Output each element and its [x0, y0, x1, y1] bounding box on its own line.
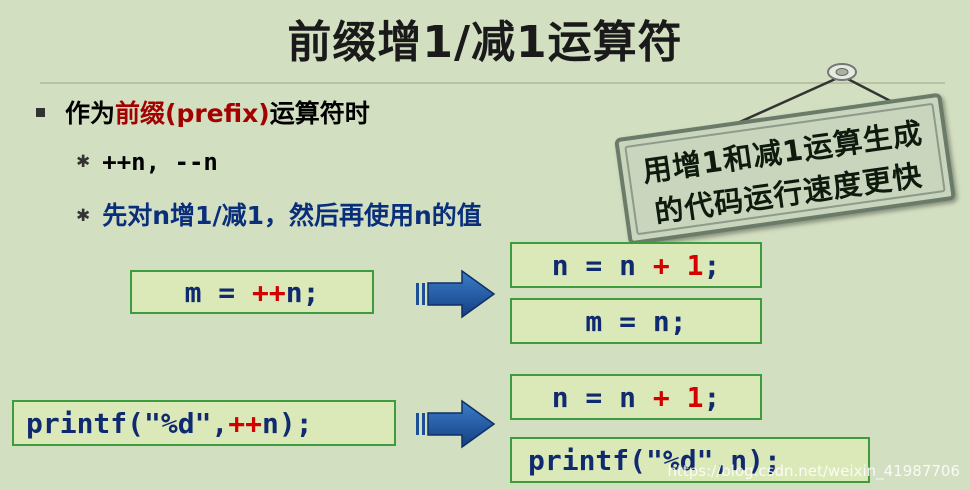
example2-source-pre: printf("%d",	[26, 406, 229, 440]
example1-step1-post: ;	[703, 248, 721, 282]
example2-step2: printf("%d",n);	[528, 443, 781, 477]
example2-source-post: n);	[262, 406, 313, 440]
bullet-prefix-operator: 作为前缀(prefix)运算符时	[36, 94, 370, 130]
example2-step1-code: n = n + 1;	[510, 374, 762, 420]
example1-source-post: n;	[285, 275, 320, 309]
example2-step1-op: + 1	[652, 380, 704, 414]
tip-sign: 用增1和减1运算生成 的代码运行速度更快	[614, 92, 956, 246]
example1-step1-op: + 1	[652, 248, 704, 282]
sub-bullet-description: ✱ 先对n增1/减1，然后再使用n的值	[76, 196, 482, 232]
asterisk-bullet-icon: ✱	[76, 206, 91, 226]
example2-source-op: ++	[228, 406, 263, 440]
example2-source-code: printf("%d",++n);	[12, 400, 396, 446]
slide-title: 前缀增1/减1运算符	[287, 17, 683, 68]
example1-step2-code: m = n;	[510, 298, 762, 344]
example1-step2: m = n;	[585, 304, 687, 338]
example2-step1-post: ;	[703, 380, 721, 414]
example2-step1-pre: n = n	[551, 380, 653, 414]
sub-bullet-operators: ✱ ++n, --n	[76, 148, 218, 176]
bullet1-highlight: 前缀(prefix)	[115, 99, 270, 128]
square-bullet-icon	[36, 107, 45, 117]
bullet1-suffix-text: 运算符时	[269, 99, 370, 128]
asterisk-bullet-icon: ✱	[76, 152, 91, 172]
right-arrow-icon	[416, 269, 496, 319]
title-divider	[40, 82, 945, 84]
example1-step1-pre: n = n	[551, 248, 653, 282]
sub-bullet1-text: ++n, --n	[102, 148, 218, 176]
example1-source-pre: m =	[184, 275, 252, 309]
example1-step1-code: n = n + 1;	[510, 242, 762, 288]
watermark: https://blog.csdn.net/weixin_41987706	[667, 462, 960, 480]
example2-step2-code: printf("%d",n);	[510, 437, 870, 483]
right-arrow-icon	[416, 399, 496, 449]
example1-source-op: ++	[252, 275, 286, 309]
bullet1-prefix-text: 作为	[65, 99, 116, 128]
sub-bullet2-text: 先对n增1/减1，然后再使用n的值	[102, 201, 482, 230]
example1-source-code: m = ++n;	[130, 270, 374, 314]
